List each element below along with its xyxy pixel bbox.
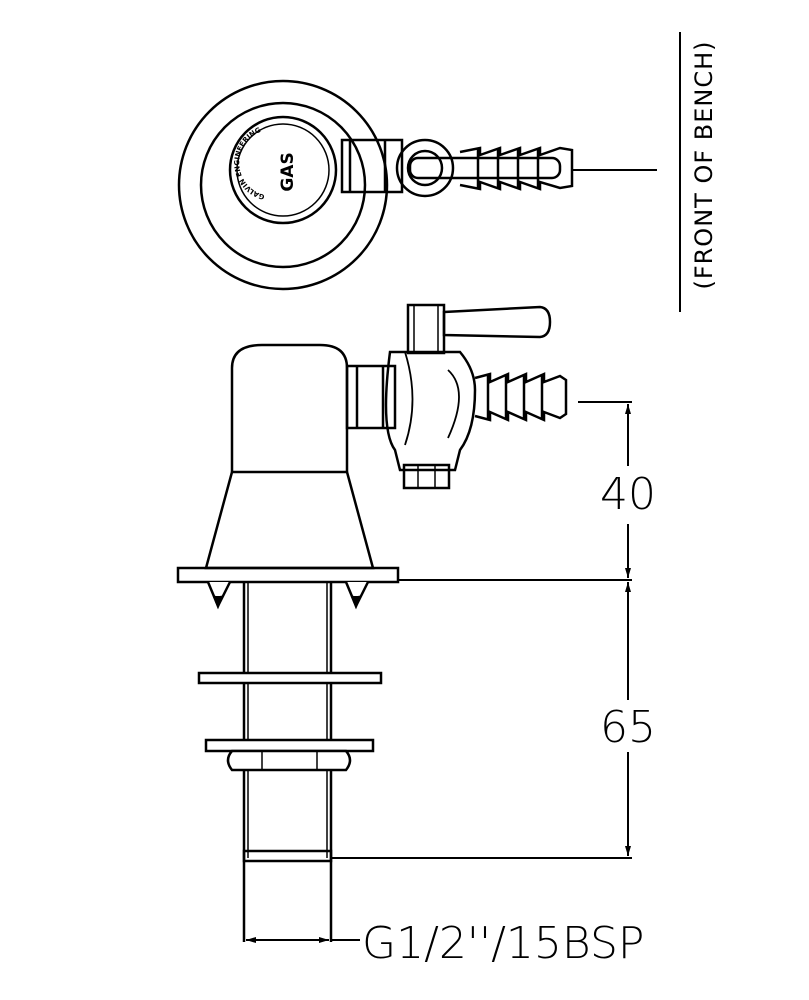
bottom-nut — [402, 463, 451, 490]
conical-base — [204, 471, 375, 570]
front-of-bench-label: (FRONT OF BENCH) — [690, 40, 718, 289]
dim-label-40: 40 — [600, 469, 656, 520]
washer-upper — [197, 671, 383, 685]
base-flange-outer-ring — [177, 79, 389, 291]
valve-body — [384, 350, 477, 472]
handle-plan — [408, 156, 562, 180]
cap-body — [230, 343, 349, 472]
cap-top — [236, 123, 330, 217]
dimension-lines — [246, 401, 632, 943]
thread-end — [242, 849, 333, 863]
valve-connector — [345, 364, 397, 430]
base-flange-inner-ring — [199, 101, 367, 269]
cap-ring — [228, 115, 338, 225]
thread-spec-label: G1/2''/15BSP — [362, 918, 644, 969]
hose-barb-plan — [459, 146, 574, 191]
washer-lower — [204, 738, 375, 753]
elevation-view — [176, 303, 568, 942]
backnut — [226, 749, 352, 772]
dim-label-65: 65 — [600, 702, 656, 753]
valve-knob-plan — [395, 138, 455, 198]
valve-handle — [442, 305, 552, 339]
plan-view — [177, 32, 681, 312]
maker-text: GALVIN ENGINEERING — [233, 126, 265, 201]
hose-barb — [474, 372, 568, 422]
bench-flange — [176, 566, 400, 584]
tap-body-plan — [340, 138, 404, 194]
gas-badge-text: GAS — [278, 152, 298, 191]
